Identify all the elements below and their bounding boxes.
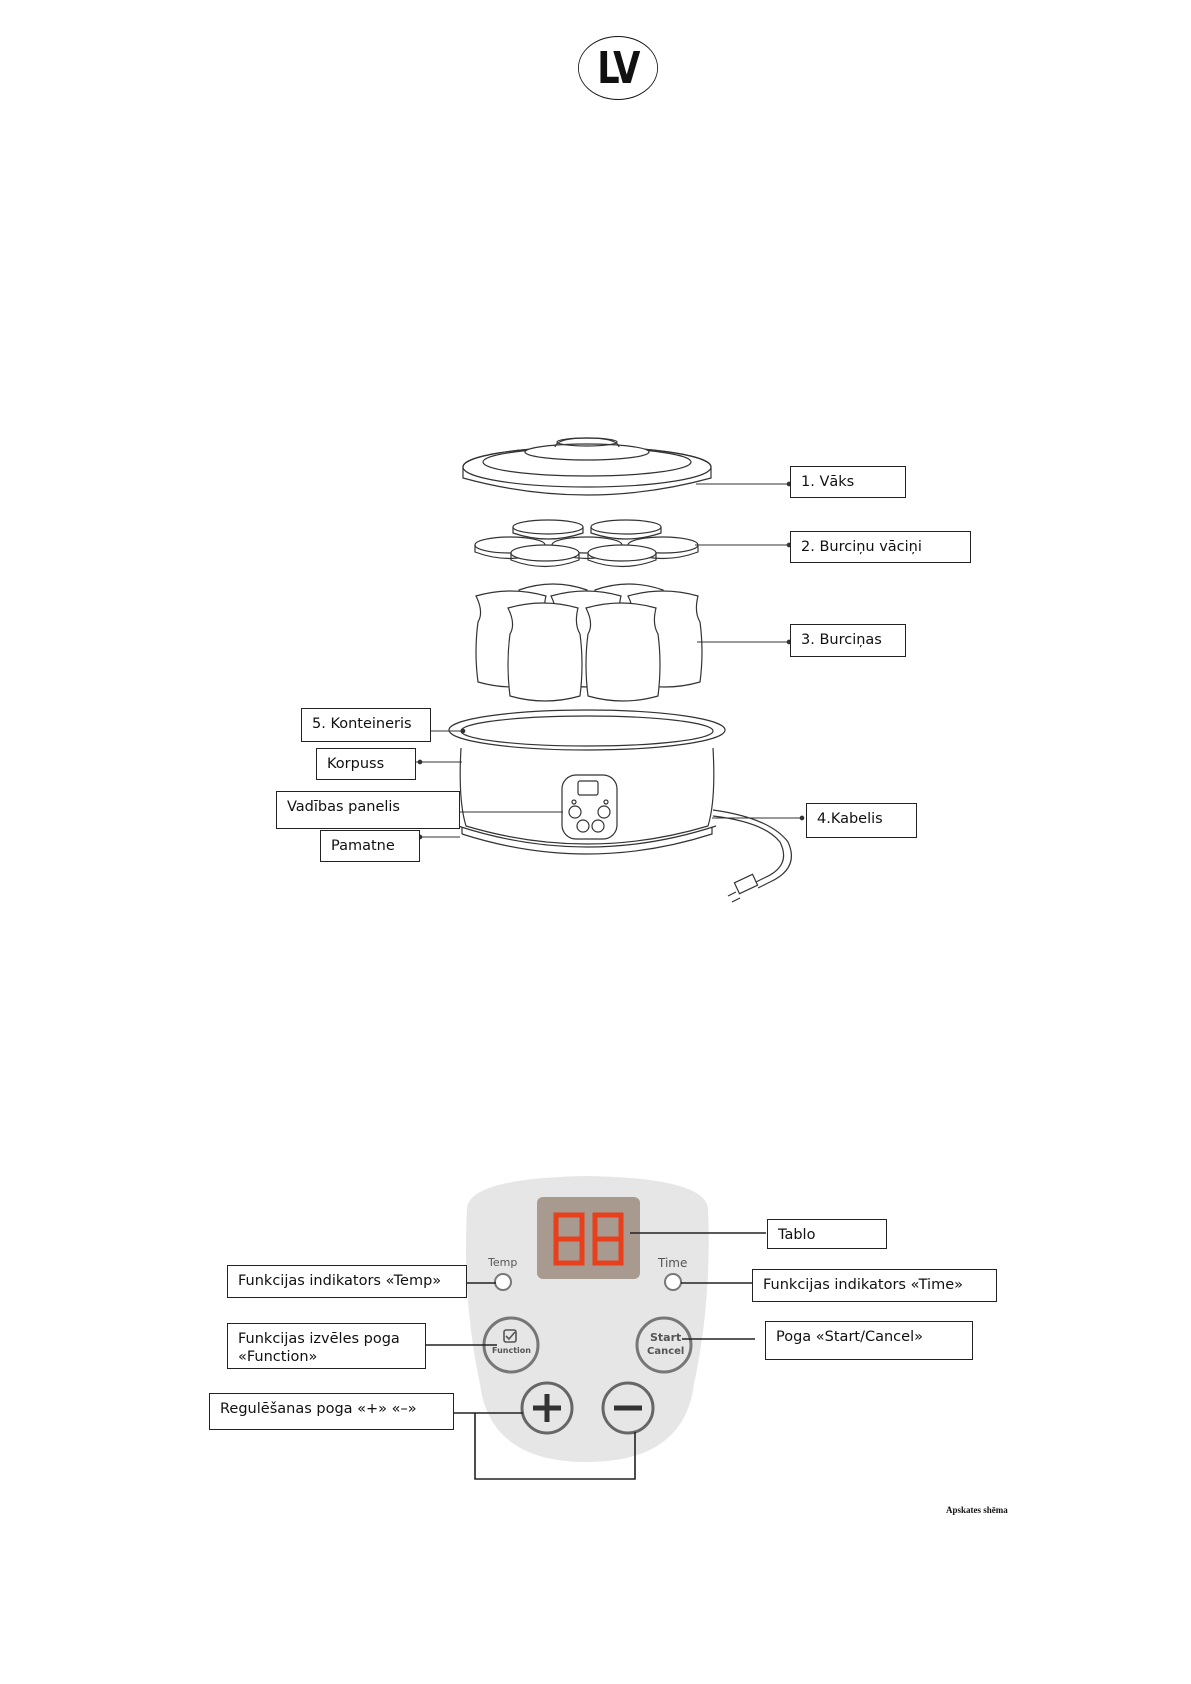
label-function-button: Funkcijas izvēles poga «Function» [227, 1323, 426, 1369]
panel-temp-text: Temp [488, 1256, 517, 1269]
lid-illustration [463, 438, 711, 495]
jars-illustration [476, 584, 702, 701]
panel-start-text: Start [650, 1331, 681, 1344]
label-adjust-buttons: Regulēšanas poga «+» «–» [209, 1393, 454, 1430]
label-lid: 1. Vāks [790, 466, 906, 498]
control-panel-illustration [466, 1176, 709, 1462]
panel-cancel-text: Cancel [647, 1346, 684, 1357]
panel-time-text: Time [658, 1256, 687, 1270]
label-jars: 3. Burciņas [790, 624, 906, 657]
label-start-cancel: Poga «Start/Cancel» [765, 1321, 973, 1360]
label-base: Pamatne [320, 830, 420, 862]
label-display: Tablo [767, 1219, 887, 1249]
label-temp-indicator: Funkcijas indikators «Temp» [227, 1265, 467, 1298]
label-time-indicator: Funkcijas indikators «Time» [752, 1269, 997, 1302]
panel-function-text: Function [492, 1346, 531, 1355]
label-jar-lids: 2. Burciņu vāciņi [790, 531, 971, 563]
label-body: Korpuss [316, 748, 416, 780]
label-control-panel: Vadības panelis [276, 791, 460, 829]
base-unit-illustration [449, 710, 791, 902]
label-cable: 4.Kabelis [806, 803, 917, 838]
jar-lids-illustration [475, 520, 698, 567]
diagram-caption: Apskates shēma [946, 1505, 1008, 1515]
label-container: 5. Konteineris [301, 708, 431, 742]
